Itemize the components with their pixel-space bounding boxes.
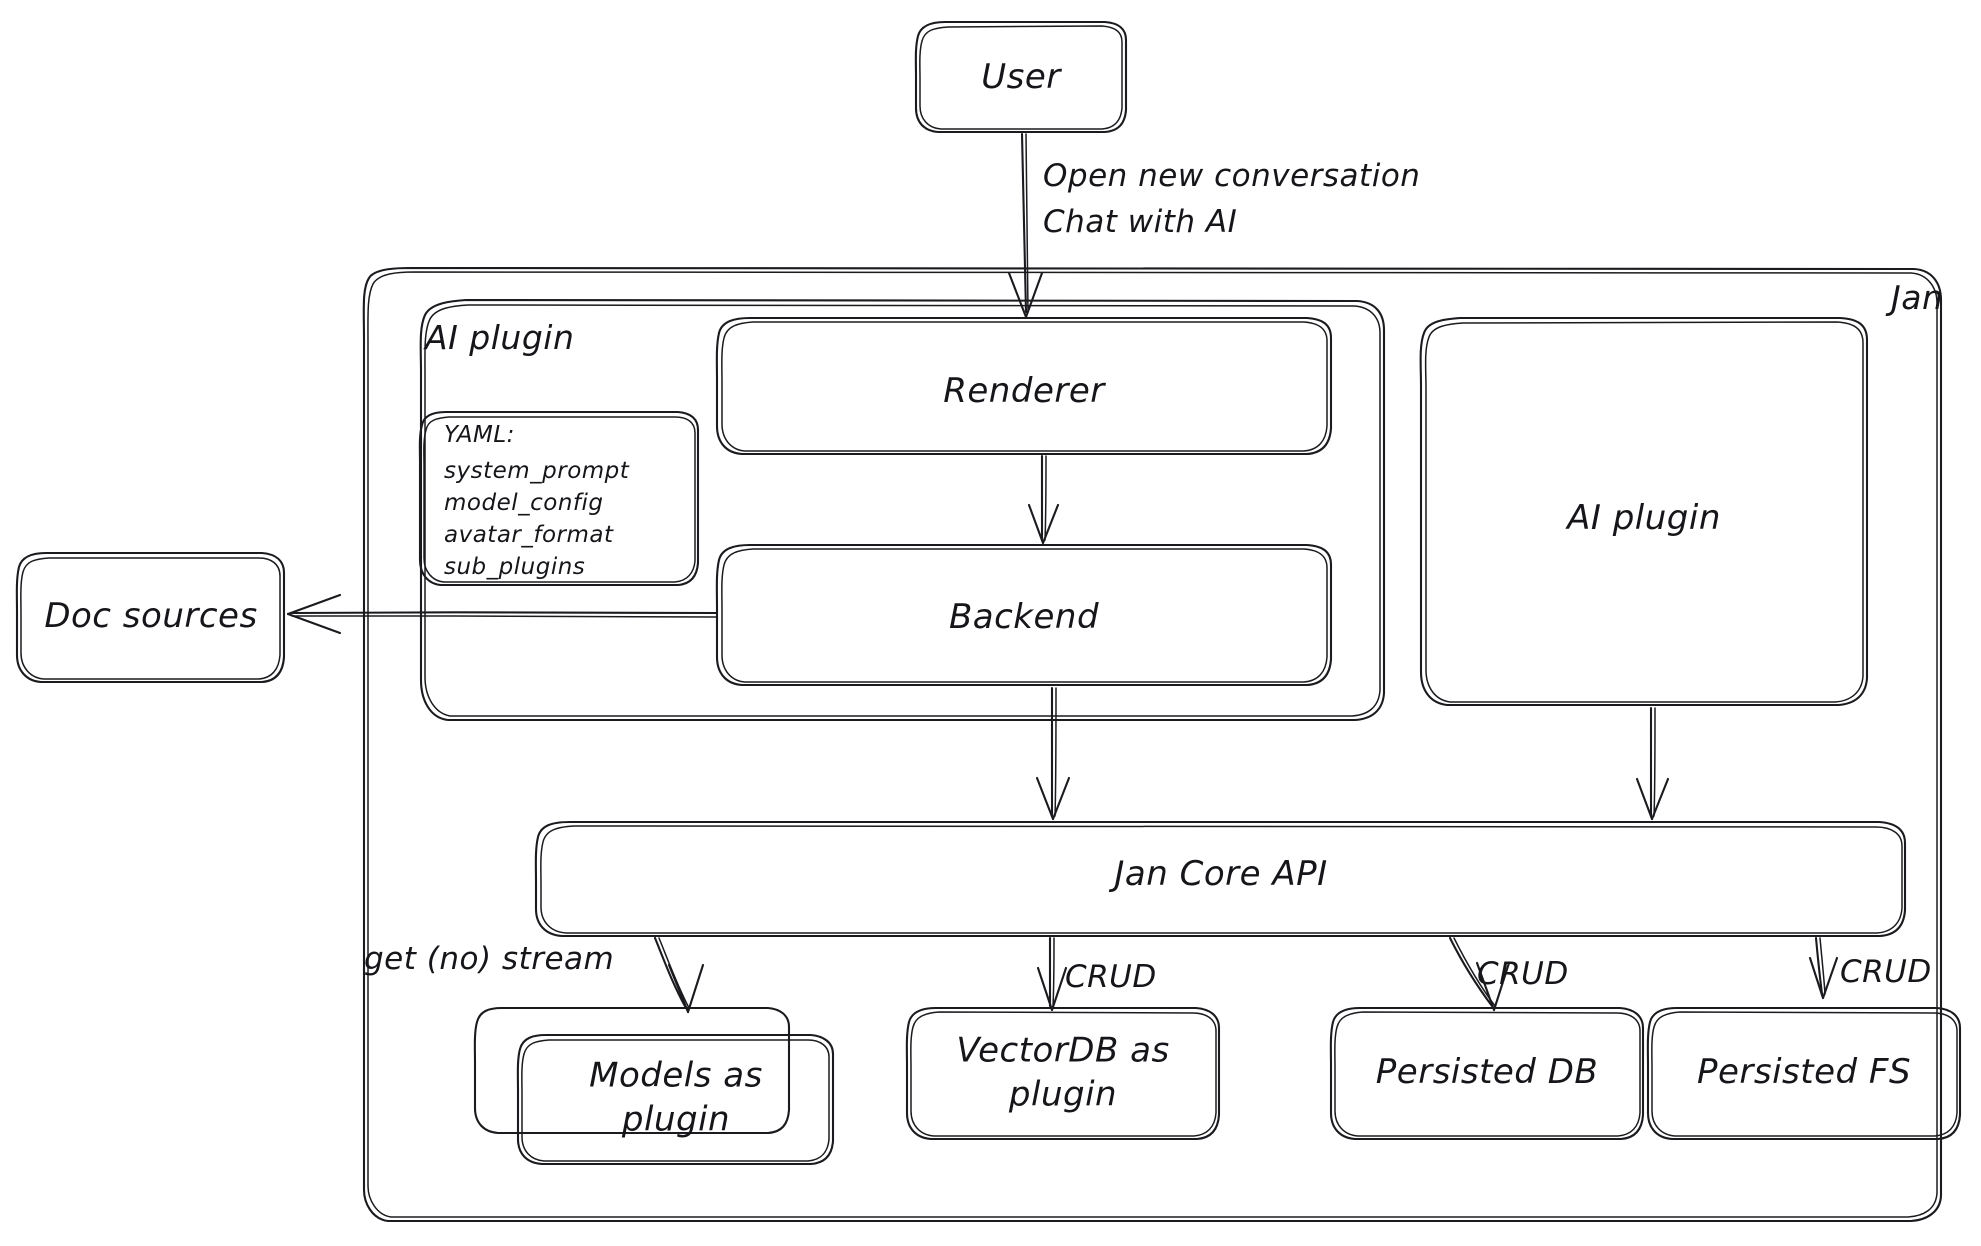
arrow-backend-to-doc-sources xyxy=(286,593,718,635)
jan-container-label: Jan xyxy=(1891,278,1944,317)
backend-box-shape xyxy=(715,543,1333,687)
ai-plugin-group-shape xyxy=(419,298,1386,722)
doc-sources-box-shape xyxy=(15,551,286,684)
ai-plugin-right-node-label: AI plugin xyxy=(1567,498,1721,539)
vectordb-plugin-box-shape xyxy=(905,1006,1221,1141)
user-box-shape xyxy=(914,20,1128,134)
persisted-db-box-shape xyxy=(1329,1006,1645,1141)
arrow-renderer-to-backend xyxy=(1027,454,1060,545)
backend-node-label: Backend xyxy=(948,597,1100,638)
vectordb-plugin-node-label: VectorDB as plugin xyxy=(956,1030,1170,1114)
persisted-db-node-label: Persisted DB xyxy=(1375,1052,1599,1093)
models-plugin-back-box-shape xyxy=(473,1006,791,1135)
models-plugin-box-shape xyxy=(516,1033,835,1166)
jan-core-api-node-label: Jan Core API xyxy=(1114,854,1328,895)
ai-plugin-right-box-shape xyxy=(1419,316,1869,707)
edge-label-crud-persisted-fs: CRUD xyxy=(1840,954,1932,990)
persisted-fs-node-label: Persisted FS xyxy=(1696,1052,1912,1093)
edge-label-chat-with-ai: Chat with AI xyxy=(1043,204,1238,240)
jan-container-shape xyxy=(362,266,1943,1223)
yaml-line-model-config: model_config xyxy=(444,490,604,516)
models-plugin-node-label: Models as plugin xyxy=(589,1055,763,1139)
renderer-node-label: Renderer xyxy=(943,371,1105,412)
yaml-line-sub-plugins: sub_plugins xyxy=(444,554,586,580)
edge-label-open-new-conversation: Open new conversation xyxy=(1043,158,1421,194)
arrow-core-api-to-persisted-db xyxy=(1448,936,1511,1012)
persisted-fs-box-shape xyxy=(1646,1006,1962,1141)
yaml-box-title: YAML: xyxy=(444,422,515,448)
yaml-box-shape xyxy=(418,410,700,587)
yaml-line-avatar-format: avatar_format xyxy=(444,522,614,548)
jan-core-api-box-shape xyxy=(534,820,1907,938)
edge-label-get-no-stream: get (no) stream xyxy=(364,941,615,977)
arrow-core-api-to-models xyxy=(653,936,705,1014)
ai-plugin-group-label: AI plugin xyxy=(425,318,575,357)
arrow-backend-to-core-api xyxy=(1035,686,1071,821)
arrow-core-api-to-persisted-fs xyxy=(1808,936,1839,1000)
arrow-ai-plugin-to-core-api xyxy=(1635,706,1670,821)
arrow-user-to-renderer xyxy=(1007,132,1044,319)
arrow-core-api-to-vectordb xyxy=(1036,936,1068,1012)
doc-sources-node-label: Doc sources xyxy=(44,596,258,637)
yaml-line-system-prompt: system_prompt xyxy=(444,458,630,484)
edge-label-crud-persisted-db: CRUD xyxy=(1477,956,1569,992)
renderer-box-shape xyxy=(715,316,1333,456)
user-node-label: User xyxy=(981,57,1061,98)
edge-label-crud-vectordb: CRUD xyxy=(1065,959,1157,995)
